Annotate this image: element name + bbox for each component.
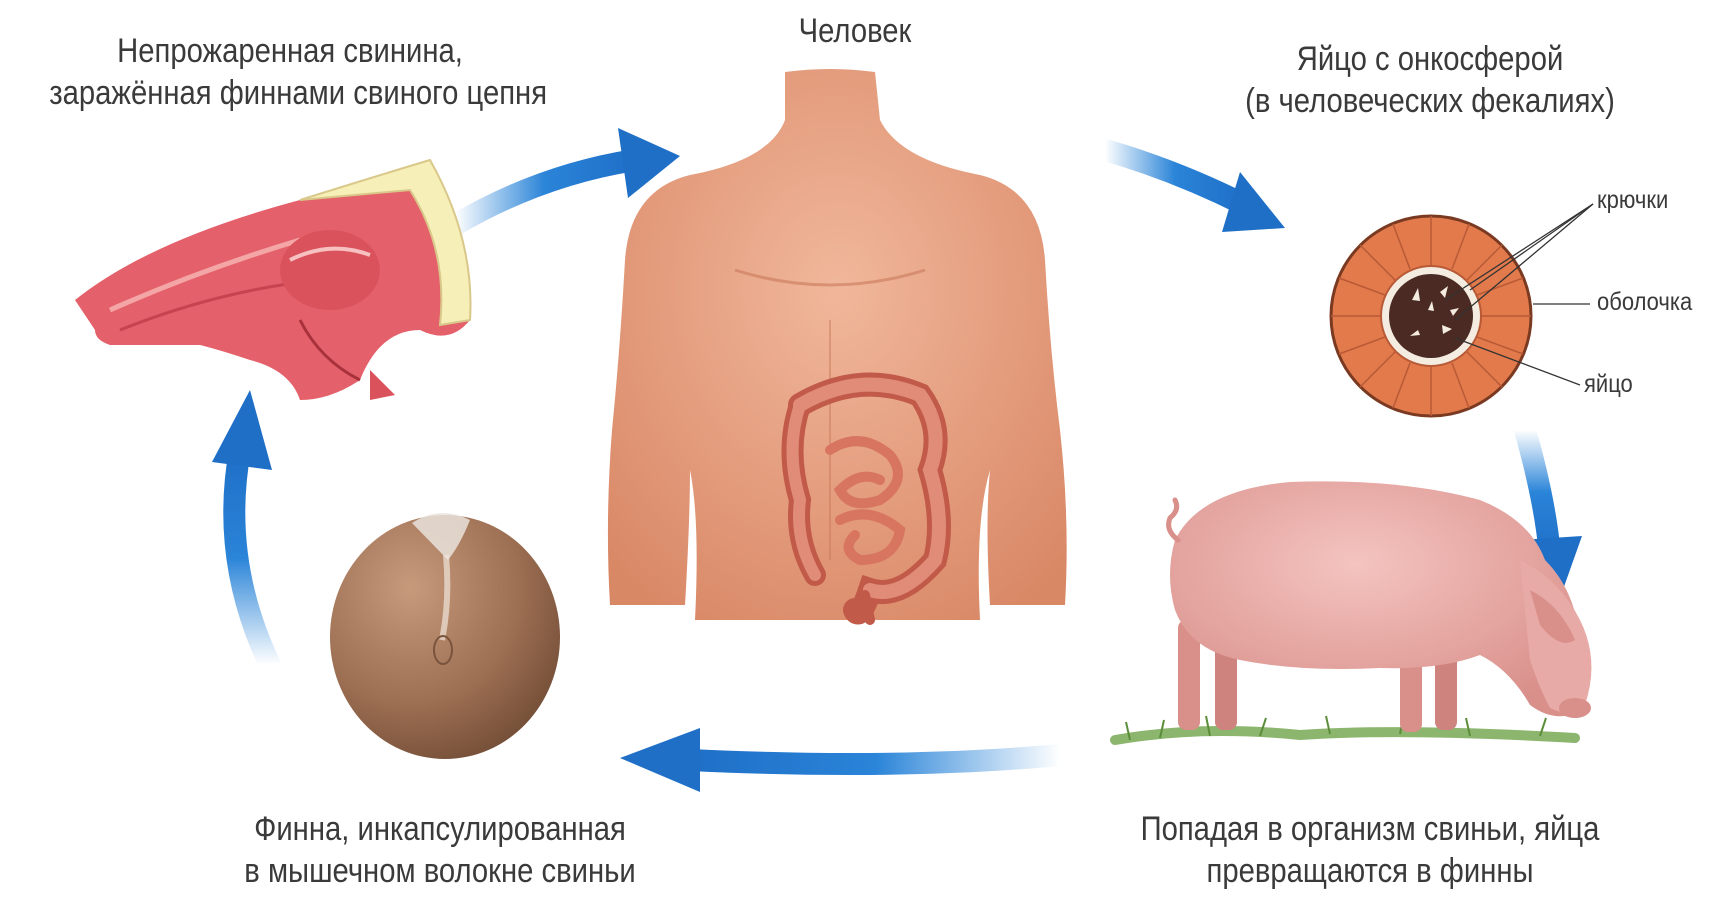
label-pig: Попадая в организм свиньи, яйца превраща… xyxy=(1129,808,1611,892)
pork-meat-image xyxy=(75,160,471,400)
arrow-cyst-to-pork xyxy=(212,390,272,665)
egg-oncosphere-image xyxy=(1331,204,1593,416)
human-torso-image xyxy=(608,69,1067,620)
label-cyst-line-1: Финна, инкапсулированная xyxy=(234,808,647,850)
label-egg-line-1: Яйцо с онкосферой xyxy=(1241,38,1619,80)
label-egg-line-2: (в человеческих фекалиях) xyxy=(1241,80,1619,122)
pig-image xyxy=(1115,481,1591,740)
arrow-pig-to-cyst xyxy=(620,728,1060,792)
label-cyst: Финна, инкапсулированная в мышечном воло… xyxy=(234,808,647,892)
cyst-image xyxy=(330,513,560,759)
label-shell: оболочка xyxy=(1597,288,1692,317)
label-pork-line-2: заражённая финнами свиного цепня xyxy=(49,72,531,114)
label-pork-line-1: Непрожаренная свинина, xyxy=(49,30,531,72)
label-pig-line-2: превращаются в финны xyxy=(1129,850,1611,892)
label-egg: Яйцо с онкосферой (в человеческих фекали… xyxy=(1241,38,1619,122)
label-cyst-line-2: в мышечном волокне свиньи xyxy=(234,850,647,892)
label-egg-core: яйцо xyxy=(1584,370,1633,399)
label-hooks: крючки xyxy=(1597,186,1668,215)
label-pig-line-1: Попадая в организм свиньи, яйца xyxy=(1129,808,1611,850)
arrow-human-to-egg xyxy=(1105,150,1285,232)
label-human: Человек xyxy=(773,10,936,52)
label-pork: Непрожаренная свинина, заражённая финнам… xyxy=(49,30,531,114)
